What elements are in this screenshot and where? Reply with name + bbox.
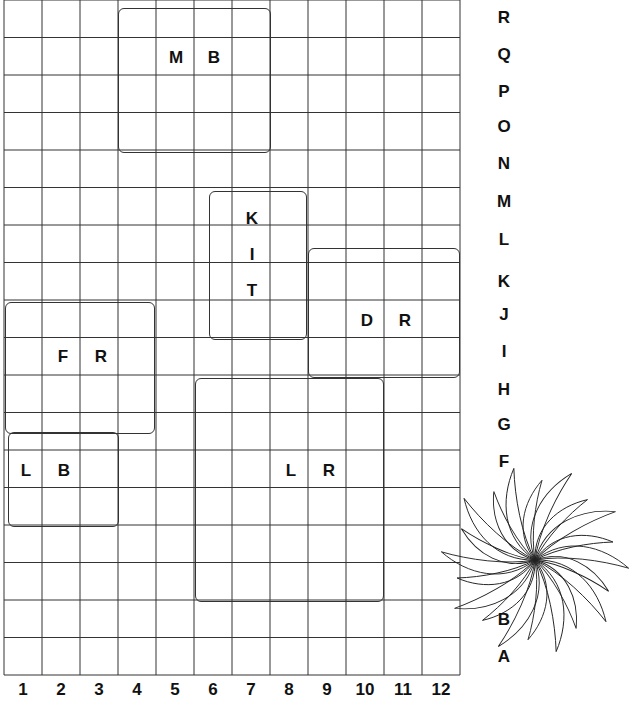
row-label: I bbox=[489, 341, 519, 363]
room-outline: DR bbox=[308, 248, 460, 378]
grid-line bbox=[4, 637, 460, 638]
column-label: 6 bbox=[198, 679, 228, 701]
room-label: LB bbox=[7, 453, 83, 489]
row-label: Q bbox=[489, 44, 519, 66]
flower-petal bbox=[455, 529, 535, 574]
row-label: M bbox=[489, 191, 519, 213]
grid-line bbox=[4, 37, 460, 38]
room-letter: I bbox=[233, 237, 271, 273]
room-label: MB bbox=[157, 40, 233, 76]
row-label: A bbox=[489, 646, 519, 668]
row-label: K bbox=[489, 271, 519, 293]
room-label: FR bbox=[44, 339, 120, 375]
grid-line bbox=[4, 300, 460, 301]
row-label: R bbox=[489, 7, 519, 29]
room-outline: KIT bbox=[209, 191, 307, 340]
flower-petal bbox=[535, 556, 573, 652]
grid-line bbox=[4, 112, 460, 113]
flower-petal bbox=[497, 468, 535, 564]
room-letter: T bbox=[233, 273, 271, 309]
room-outline: FR bbox=[5, 302, 155, 434]
room-label: KIT bbox=[233, 201, 271, 309]
room-letter: K bbox=[233, 201, 271, 237]
grid-line bbox=[4, 375, 460, 376]
flower-petal bbox=[528, 560, 550, 641]
flower-petal bbox=[498, 560, 551, 653]
flower-petal bbox=[524, 490, 588, 560]
grid-line bbox=[4, 150, 460, 151]
flower-petal bbox=[519, 467, 572, 560]
row-label: F bbox=[489, 451, 519, 473]
column-label: 8 bbox=[274, 679, 304, 701]
room-letter: B bbox=[45, 453, 83, 489]
grid-line bbox=[4, 600, 460, 601]
row-label: O bbox=[489, 116, 519, 138]
room-outline: MB bbox=[118, 8, 271, 153]
flower-petal bbox=[481, 491, 535, 567]
flower-petal bbox=[532, 527, 613, 560]
column-label: 11 bbox=[388, 679, 418, 701]
room-outline: LR bbox=[195, 378, 384, 602]
grid-line bbox=[4, 337, 460, 338]
flower-petal bbox=[457, 560, 538, 593]
column-label: 4 bbox=[122, 679, 152, 701]
room-label: DR bbox=[348, 303, 424, 339]
room-letter: M bbox=[157, 40, 195, 76]
grid-line bbox=[4, 525, 460, 526]
row-label: J bbox=[489, 304, 519, 326]
column-label: 9 bbox=[312, 679, 342, 701]
grid-line bbox=[4, 412, 460, 413]
grid-line bbox=[4, 262, 460, 263]
flower-petal bbox=[526, 496, 616, 560]
column-label: 2 bbox=[46, 679, 76, 701]
flower-petal bbox=[483, 560, 547, 630]
grid-line bbox=[4, 450, 460, 451]
row-label: H bbox=[489, 379, 519, 401]
flower-petal bbox=[535, 546, 615, 591]
row-label: L bbox=[489, 229, 519, 251]
room-label: LR bbox=[272, 453, 348, 489]
room-letter: D bbox=[348, 303, 386, 339]
row-label: G bbox=[489, 414, 519, 436]
column-label: 1 bbox=[8, 679, 38, 701]
column-label: 5 bbox=[160, 679, 190, 701]
grid-line bbox=[4, 487, 460, 488]
grid-line bbox=[4, 562, 460, 563]
flower-petal bbox=[535, 552, 589, 628]
row-label: P bbox=[489, 81, 519, 103]
room-outline: LB bbox=[8, 432, 119, 527]
room-letter: R bbox=[310, 453, 348, 489]
row-label: N bbox=[489, 153, 519, 175]
room-letter: L bbox=[272, 453, 310, 489]
grid-line bbox=[4, 0, 460, 1]
column-label: 12 bbox=[426, 679, 456, 701]
column-label: 3 bbox=[84, 679, 114, 701]
room-letter: B bbox=[195, 40, 233, 76]
grid-lines bbox=[4, 0, 460, 675]
grid-line bbox=[4, 75, 460, 76]
room-letter: L bbox=[7, 453, 45, 489]
grid-line bbox=[4, 675, 460, 676]
grid-line bbox=[4, 225, 460, 226]
column-label: 10 bbox=[350, 679, 380, 701]
flower-illustration bbox=[440, 467, 630, 654]
room-letter: R bbox=[386, 303, 424, 339]
grid-line bbox=[4, 187, 460, 188]
room-letter: F bbox=[44, 339, 82, 375]
row-label: B bbox=[489, 609, 519, 631]
flower-petal bbox=[520, 479, 542, 560]
room-letter: R bbox=[82, 339, 120, 375]
column-label: 7 bbox=[236, 679, 266, 701]
